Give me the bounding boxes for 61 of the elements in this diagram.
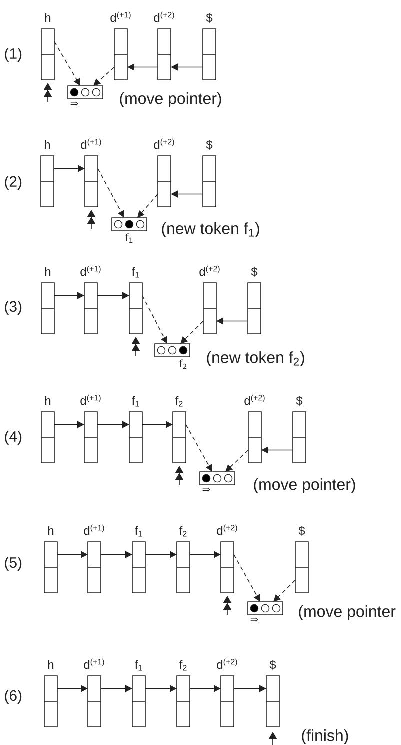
cell-label: f$_{1}$ (135, 526, 142, 537)
cell-label: h (48, 526, 54, 535)
cell-label: d$^{(+1)}$ (84, 524, 104, 536)
cell-label: f$_{2}$ (180, 660, 187, 671)
token-label: f$_{2}$ (180, 360, 187, 370)
arrow-symbol: ⇒ (70, 102, 78, 106)
step-note: (move pointer (299, 606, 396, 620)
dashed-arrow (138, 194, 158, 218)
step-number: (3) (5, 301, 22, 315)
step-number: (5) (5, 557, 22, 571)
arrow (216, 318, 248, 325)
cell-label: h (46, 13, 51, 22)
cell-label: d$^{(+1)}$ (84, 658, 104, 670)
dashed-arrow (142, 295, 168, 344)
cell-label: h (46, 267, 51, 276)
cell-label: f$_{1}$ (132, 267, 140, 278)
cell-label: d$^{(+2)}$ (244, 394, 265, 406)
token-label: f$_{1}$ (126, 234, 133, 243)
dashed-arrow (98, 168, 124, 218)
cell-label: d$^{(+2)}$ (154, 138, 174, 150)
cell-label: d$^{(+2)}$ (154, 12, 174, 22)
cell-label: f$_{1}$ (135, 660, 142, 671)
cell-label: d$^{(+1)}$ (80, 394, 101, 406)
step-note: (new token f$_{2}$) (207, 352, 304, 366)
step-note: (move pointer) (120, 92, 222, 108)
arrow (171, 190, 204, 198)
dashed-arrow (234, 554, 260, 602)
cell-label: f$_{1}$ (132, 396, 140, 407)
cell-label: h (45, 140, 50, 149)
dashed-arrow (180, 320, 204, 344)
cell-label: d$^{(+2)}$ (217, 524, 238, 536)
cell-label: $ (251, 267, 258, 277)
cell-label: d$^{(+1)}$ (81, 138, 102, 150)
cell-label: f$_{2}$ (180, 526, 187, 537)
cell-label: $ (206, 13, 213, 23)
step-note: (move pointer) (254, 478, 356, 494)
step-number: (4) (5, 431, 22, 445)
arrow (171, 64, 204, 71)
cell-label: d$^{(+1)}$ (110, 12, 131, 22)
cell-label: $ (270, 660, 276, 670)
step-number: (1) (5, 48, 22, 62)
cell-label: d$^{(+2)}$ (200, 266, 220, 276)
cell-label: $ (296, 396, 303, 406)
cell-label: d$^{(+2)}$ (217, 658, 238, 670)
step-note: (finish) (302, 730, 348, 744)
dashed-arrow (274, 580, 296, 602)
arrow-symbol: ⇒ (250, 618, 258, 622)
step-number: (6) (5, 690, 22, 704)
cell-label: h (46, 396, 51, 405)
cell-label: h (48, 660, 54, 669)
dashed-arrow (186, 424, 212, 472)
dashed-arrow (94, 66, 115, 86)
cell-label: $ (206, 140, 213, 150)
cell-label: $ (298, 526, 306, 536)
step-note: (new token f$_{1}$) (162, 222, 260, 238)
arrow-symbol: ⇒ (202, 488, 210, 492)
dashed-arrow (226, 450, 249, 472)
dashed-arrow (54, 41, 80, 86)
cell-label: d$^{(+1)}$ (80, 266, 101, 276)
step-number: (2) (5, 176, 22, 190)
cell-label: f$_{2}$ (176, 396, 183, 407)
